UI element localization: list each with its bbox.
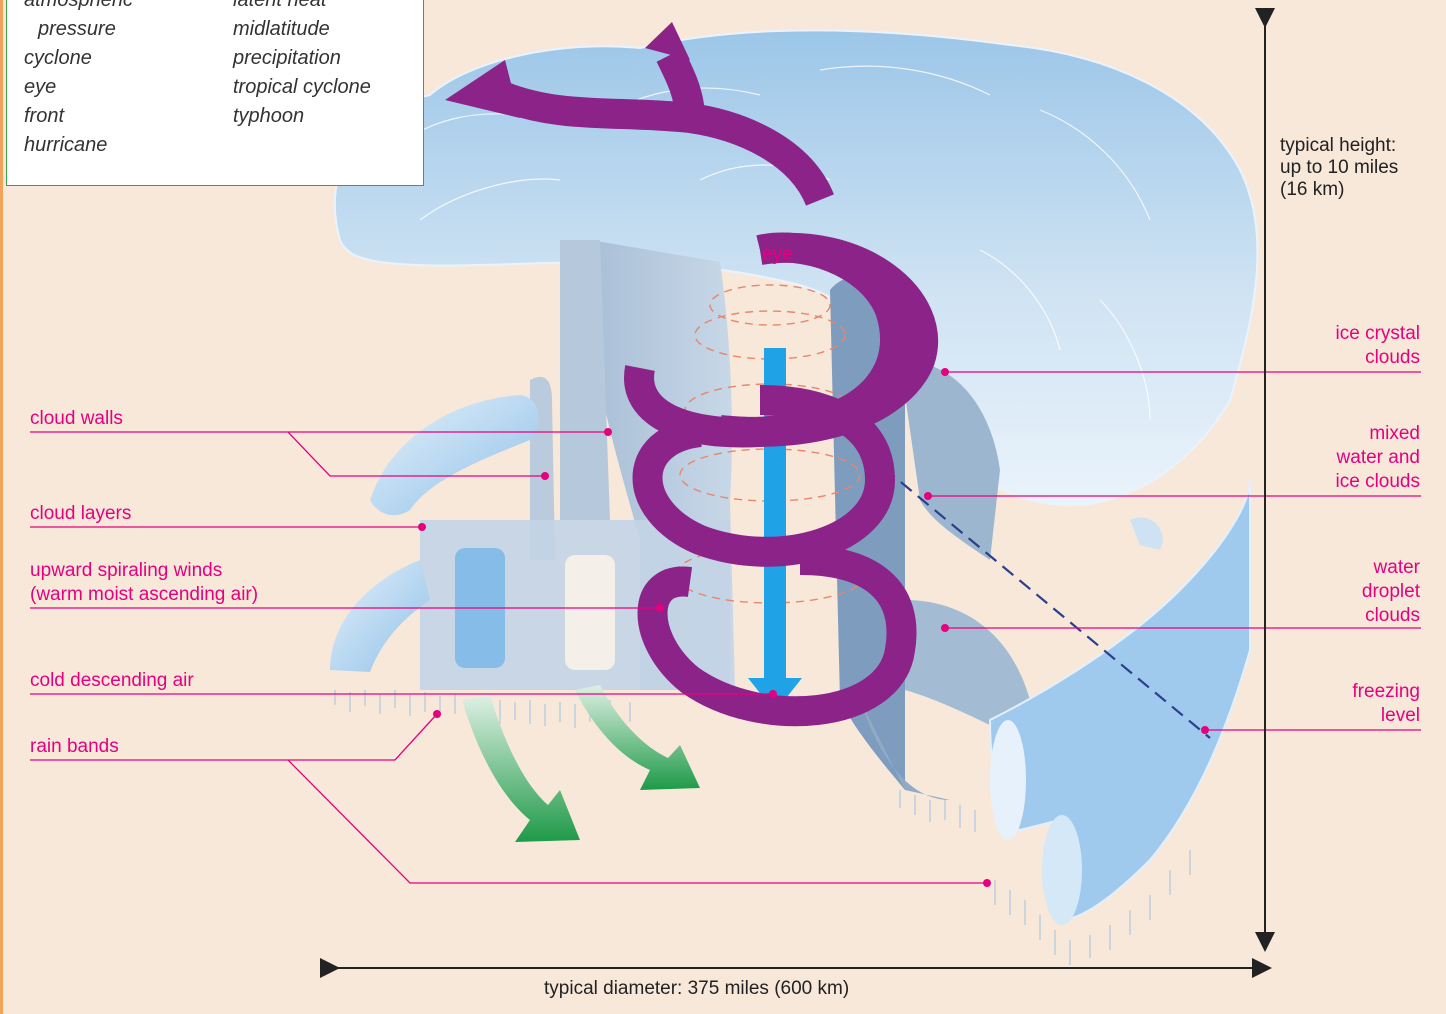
label-line: clouds <box>1362 604 1420 628</box>
key-term: latent heat <box>233 0 326 15</box>
label-line: clouds <box>1336 346 1420 370</box>
dim-line: typical height: <box>1280 135 1398 157</box>
label-line: water and <box>1336 446 1421 470</box>
key-term: front <box>24 102 64 131</box>
cloud-layers-label: cloud layers <box>30 502 131 526</box>
cloud-walls-label: cloud walls <box>30 407 123 431</box>
key-term: precipitation <box>233 44 341 73</box>
label-line: freezing <box>1352 680 1420 704</box>
label-line: water <box>1362 556 1420 580</box>
left-cloud-band-lower <box>330 560 430 672</box>
label-line: ice clouds <box>1336 470 1421 494</box>
outflow-arrow-left <box>462 695 580 842</box>
key-term: pressure <box>38 15 116 44</box>
key-term: tropical cyclone <box>233 73 371 102</box>
label-line: level <box>1352 704 1420 728</box>
key-term: midlatitude <box>233 15 330 44</box>
spiral-winds-label-line2: (warm moist ascending air) <box>30 583 258 607</box>
spiral-winds-label-line1: upward spiraling winds <box>30 559 222 583</box>
typical-height-label: typical height: up to 10 miles (16 km) <box>1280 135 1398 201</box>
dim-line: up to 10 miles <box>1280 157 1398 179</box>
key-term: hurricane <box>24 131 107 160</box>
typical-diameter-label: typical diameter: 375 miles (600 km) <box>544 978 849 1000</box>
label-line: ice crystal <box>1336 322 1420 346</box>
label-line: droplet <box>1362 580 1420 604</box>
freezing-level-label: freezing level <box>1352 680 1420 728</box>
key-term: cyclone <box>24 44 92 73</box>
cold-air-label: cold descending air <box>30 669 194 693</box>
water-droplet-clouds-label: water droplet clouds <box>1362 556 1420 628</box>
label-line: mixed <box>1336 422 1421 446</box>
key-term: eye <box>24 73 56 102</box>
key-term: atmospheric <box>24 0 133 15</box>
ice-crystal-clouds-label: ice crystal clouds <box>1336 322 1420 370</box>
eye-label: eye <box>762 244 793 266</box>
mixed-clouds-label: mixed water and ice clouds <box>1336 422 1421 494</box>
leader-rain-bands-lower <box>288 760 987 883</box>
left-cloud-band-upper <box>370 395 539 515</box>
right-rain-band <box>990 480 1250 920</box>
key-terms-box: atmospheric pressure cyclone eye front h… <box>6 0 424 186</box>
rain-bands-label: rain bands <box>30 735 119 759</box>
key-term: typhoon <box>233 102 304 131</box>
dim-line: (16 km) <box>1280 179 1398 201</box>
outflow-arrow-right <box>575 685 700 790</box>
